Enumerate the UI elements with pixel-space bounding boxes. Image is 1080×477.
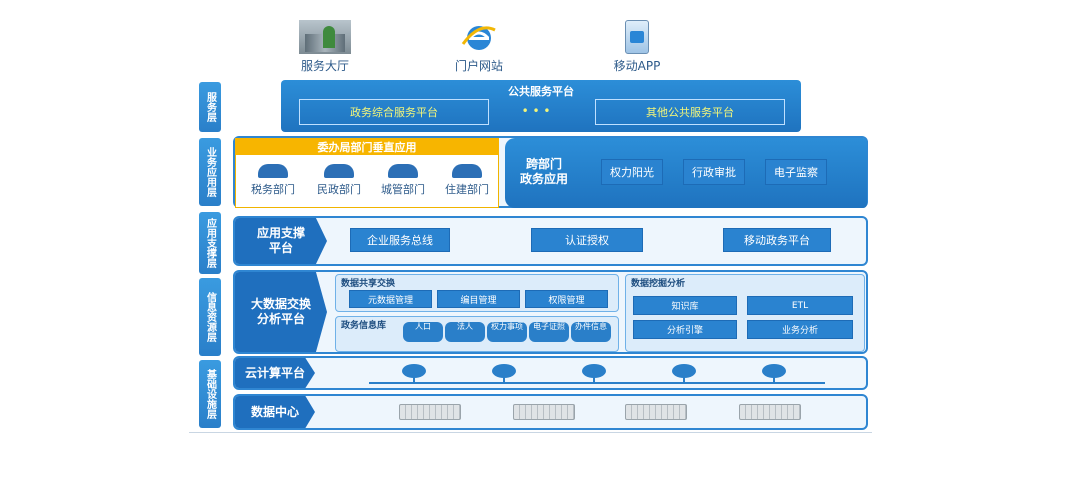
channel-mobile-app: 移动APP bbox=[582, 20, 692, 74]
cloud-node-icon bbox=[671, 362, 697, 382]
e-supervision-box: 电子监察 bbox=[765, 159, 827, 185]
server-rack-icon bbox=[513, 404, 575, 420]
org-tax: 税务部门 bbox=[243, 164, 303, 197]
cloud-layer-panel bbox=[233, 356, 868, 390]
public-service-platform: 公共服务平台 政务综合服务平台 • • • 其他公共服务平台 bbox=[281, 80, 801, 132]
channel-label: 门户网站 bbox=[454, 59, 503, 73]
layer-label-business: 业务应用层 bbox=[199, 138, 221, 206]
housing-dept-icon bbox=[452, 164, 482, 178]
org-label: 民政部门 bbox=[317, 183, 361, 196]
knowledge-base-box: 知识库 bbox=[633, 296, 737, 315]
e-license-db-icon: 电子证照 bbox=[529, 322, 569, 342]
cloud-node-icon bbox=[581, 362, 607, 382]
business-analysis-box: 业务分析 bbox=[747, 320, 853, 339]
vertical-apps-title: 委办局部门垂直应用 bbox=[235, 138, 499, 155]
mobile-gov-box: 移动政务平台 bbox=[723, 228, 831, 252]
org-civil: 民政部门 bbox=[309, 164, 369, 197]
data-mining-title: 数据挖掘分析 bbox=[631, 279, 686, 289]
layer-label-support: 应用支撑层 bbox=[199, 212, 221, 274]
admin-approval-box: 行政审批 bbox=[683, 159, 745, 185]
population-db-icon: 人口 bbox=[403, 322, 443, 342]
org-housing: 住建部门 bbox=[437, 164, 497, 197]
etl-box: ETL bbox=[747, 296, 853, 315]
mobile-app-icon bbox=[625, 20, 649, 54]
datacenter-label: 数据中心 bbox=[235, 396, 315, 428]
power-sunshine-box: 权力阳光 bbox=[601, 159, 663, 185]
ellipsis-dots: • • • bbox=[521, 104, 551, 118]
other-service-platform-box: 其他公共服务平台 bbox=[595, 99, 785, 125]
network-line bbox=[369, 382, 825, 384]
power-items-db-icon: 权力事项 bbox=[487, 322, 527, 342]
metadata-mgmt-box: 元数据管理 bbox=[349, 290, 432, 308]
cloud-node-icon bbox=[491, 362, 517, 382]
legal-entity-db-icon: 法人 bbox=[445, 322, 485, 342]
layer-label-infra: 基础设施层 bbox=[199, 360, 221, 428]
layer-label-info: 信息资源层 bbox=[199, 278, 221, 356]
ie-browser-icon bbox=[459, 20, 499, 54]
data-share-title: 数据共享交换 bbox=[341, 279, 396, 289]
auth-box: 认证授权 bbox=[531, 228, 643, 252]
permission-mgmt-box: 权限管理 bbox=[525, 290, 608, 308]
gov-db-title: 政务信息库 bbox=[341, 321, 387, 331]
cloud-platform-label: 云计算平台 bbox=[235, 358, 315, 388]
org-label: 住建部门 bbox=[445, 183, 489, 196]
channel-service-hall: 服务大厅 bbox=[270, 20, 380, 74]
public-service-title: 公共服务平台 bbox=[508, 85, 574, 98]
bigdata-platform-label: 大数据交换 分析平台 bbox=[235, 272, 327, 352]
channel-label: 移动APP bbox=[613, 59, 661, 73]
tax-dept-icon bbox=[258, 164, 288, 178]
cloud-node-icon bbox=[761, 362, 787, 382]
server-rack-icon bbox=[399, 404, 461, 420]
channel-label: 服务大厅 bbox=[300, 59, 349, 73]
catalog-mgmt-box: 编目管理 bbox=[437, 290, 520, 308]
server-rack-icon bbox=[625, 404, 687, 420]
server-rack-icon bbox=[739, 404, 801, 420]
support-platform-label: 应用支撑 平台 bbox=[235, 218, 327, 264]
org-label: 税务部门 bbox=[251, 183, 295, 196]
channel-portal: 门户网站 bbox=[424, 20, 534, 74]
analysis-engine-box: 分析引擎 bbox=[633, 320, 737, 339]
urban-dept-icon bbox=[388, 164, 418, 178]
cloud-node-icon bbox=[401, 362, 427, 382]
civil-dept-icon bbox=[324, 164, 354, 178]
esb-box: 企业服务总线 bbox=[350, 228, 450, 252]
cross-dept-label: 跨部门 政务应用 bbox=[519, 157, 568, 186]
case-info-db-icon: 办件信息 bbox=[571, 322, 611, 342]
org-label: 城管部门 bbox=[381, 183, 425, 196]
service-hall-photo-icon bbox=[299, 20, 351, 54]
gov-service-platform-box: 政务综合服务平台 bbox=[299, 99, 489, 125]
layer-label-service: 服务层 bbox=[199, 82, 221, 132]
diagram-canvas: 服务大厅 门户网站 移动APP 服务层 业务应用层 应用支撑层 信息资源层 基础… bbox=[189, 12, 872, 433]
org-urban: 城管部门 bbox=[373, 164, 433, 197]
